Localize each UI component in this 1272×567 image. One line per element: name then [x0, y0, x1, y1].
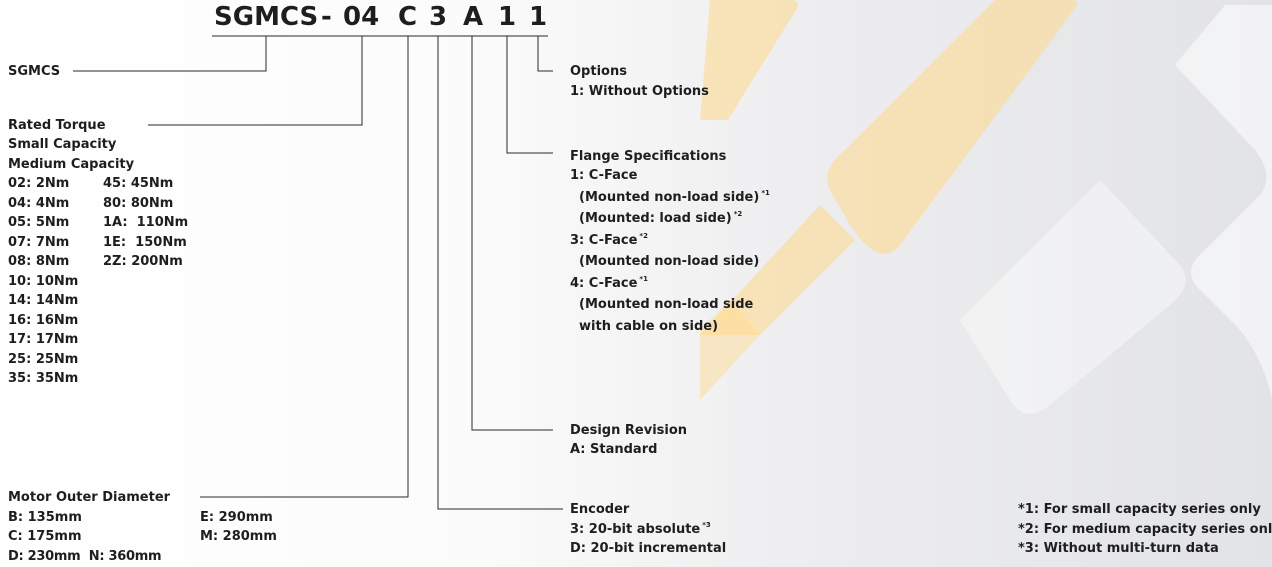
torque-item: 25: 25Nm — [8, 350, 78, 370]
code-series: SGMCS — [214, 2, 318, 32]
options-heading: Options — [570, 62, 627, 82]
revision-heading: Design Revision — [570, 421, 687, 441]
options-item: 1: Without Options — [570, 82, 709, 102]
torque-item: 45: 45Nm — [103, 174, 188, 194]
diameter-item-c: C: 175mm — [8, 527, 82, 547]
torque-item: 1A: 110Nm — [103, 213, 188, 233]
torque-item: 17: 17Nm — [8, 330, 78, 350]
series-connector — [73, 36, 266, 71]
flange-line: (Mounted non-load side)*1 — [570, 188, 770, 210]
torque-small-heading: Small Capacity — [8, 135, 116, 155]
flange-line: 4: C-Face*1 — [570, 274, 770, 296]
diameter-item-n: N: 360mm — [89, 549, 161, 564]
code-revision: A — [463, 2, 483, 32]
torque-small-list: 02: 2Nm 04: 4Nm 05: 5Nm 07: 7Nm 08: 8Nm … — [8, 174, 78, 389]
revision-item: A: Standard — [570, 440, 657, 460]
torque-item: 2Z: 200Nm — [103, 252, 188, 272]
flange-line: 1: C-Face — [570, 166, 770, 188]
code-torque: 04 — [343, 2, 379, 32]
torque-item: 02: 2Nm — [8, 174, 78, 194]
flange-line: (Mounted non-load side — [570, 295, 770, 317]
torque-heading: Rated Torque — [8, 116, 106, 136]
series-label: SGMCS — [8, 62, 60, 82]
flange-list: 1: C-Face (Mounted non-load side)*1 (Mou… — [570, 166, 770, 338]
revision-connector — [472, 36, 553, 430]
flange-heading: Flange Specifications — [570, 147, 726, 167]
torque-medium-heading: Medium Capacity — [8, 155, 134, 175]
torque-item: 1E: 150Nm — [103, 233, 188, 253]
diameter-item-b: B: 135mm — [8, 508, 82, 528]
flange-connector — [507, 36, 553, 153]
torque-item: 16: 16Nm — [8, 311, 78, 331]
footnote: *1: For small capacity series only — [1018, 500, 1272, 520]
torque-item: 80: 80Nm — [103, 194, 188, 214]
torque-item: 07: 7Nm — [8, 233, 78, 253]
encoder-heading: Encoder — [570, 500, 629, 520]
diameter-item-e: E: 290mm — [200, 508, 273, 528]
torque-item: 08: 8Nm — [8, 252, 78, 272]
flange-line: (Mounted: load side)*2 — [570, 209, 770, 231]
diameter-item-d-n: D: 230mm N: 360mm — [8, 547, 161, 567]
options-connector — [538, 36, 553, 71]
footnotes: *1: For small capacity series only *2: F… — [1018, 500, 1272, 559]
code-encoder: 3 — [429, 2, 447, 32]
torque-item: 10: 10Nm — [8, 272, 78, 292]
flange-line: (Mounted non-load side) — [570, 252, 770, 274]
encoder-item-incremental: D: 20-bit incremental — [570, 539, 726, 559]
torque-item: 14: 14Nm — [8, 291, 78, 311]
code-diameter: C — [398, 2, 417, 32]
diameter-heading: Motor Outer Diameter — [8, 488, 170, 508]
encoder-connector — [438, 36, 563, 509]
torque-connector — [148, 36, 362, 125]
diameter-item-m: M: 280mm — [200, 527, 277, 547]
code-flange: 1 — [498, 2, 516, 32]
diameter-connector — [200, 36, 408, 497]
diameter-item-d: D: 230mm — [8, 549, 80, 564]
torque-item: 04: 4Nm — [8, 194, 78, 214]
code-options: 1 — [529, 2, 547, 32]
flange-line: 3: C-Face*2 — [570, 231, 770, 253]
code-dash: - — [321, 2, 332, 32]
flange-line: with cable on side) — [570, 317, 770, 339]
torque-medium-list: 45: 45Nm 80: 80Nm 1A: 110Nm 1E: 150Nm 2Z… — [103, 174, 188, 272]
torque-item: 05: 5Nm — [8, 213, 78, 233]
footnote: *2: For medium capacity series only — [1018, 520, 1272, 540]
footnote: *3: Without multi-turn data — [1018, 539, 1272, 559]
torque-item: 35: 35Nm — [8, 369, 78, 389]
